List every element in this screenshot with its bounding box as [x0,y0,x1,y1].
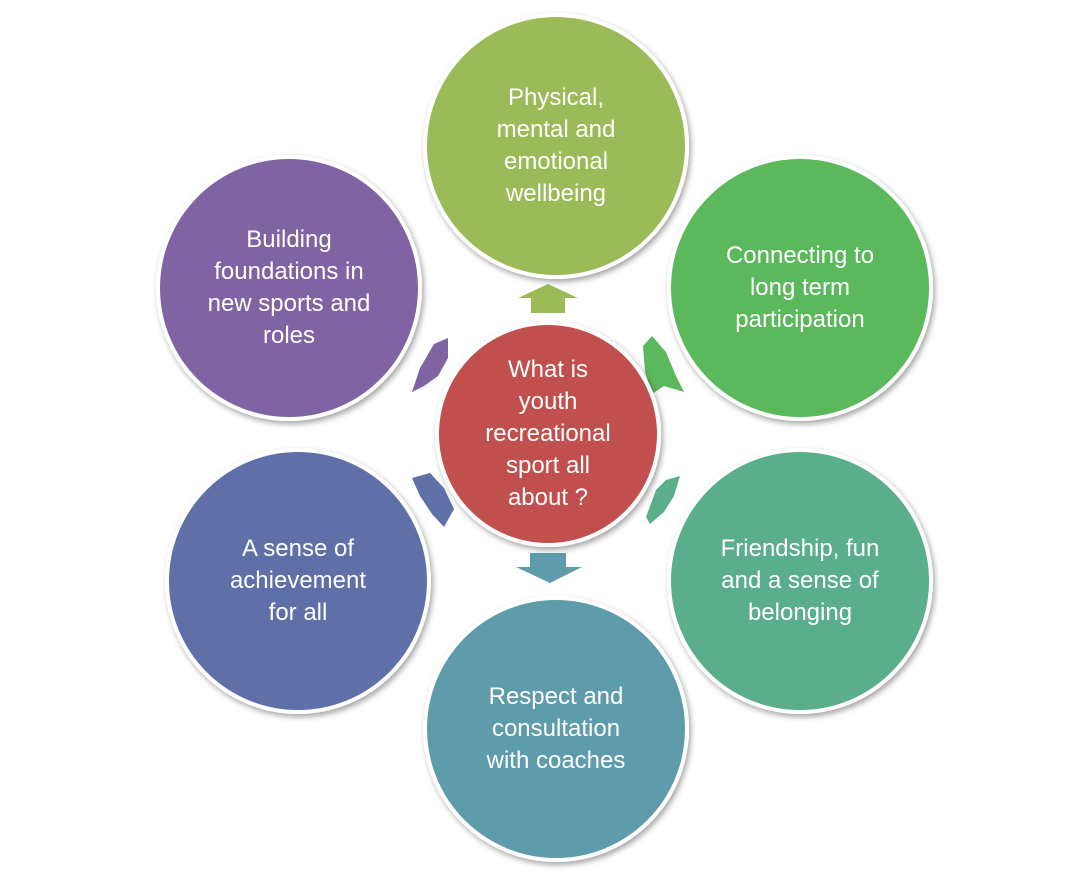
arrow-to-friendship [646,476,680,524]
arrow-to-achievement [412,473,454,527]
node-circle-wellbeing [423,13,689,279]
node-circle-respect [423,596,689,862]
arrow-to-foundations [412,338,448,392]
node-circle-participation [667,155,933,421]
arrow-to-participation [643,336,684,394]
node-circle-friendship [667,448,933,714]
arrow-to-wellbeing [518,284,578,313]
node-circle-foundations [156,155,422,421]
center-circle [435,321,661,547]
arrow-to-respect [516,553,582,583]
node-circle-achievement [165,448,431,714]
